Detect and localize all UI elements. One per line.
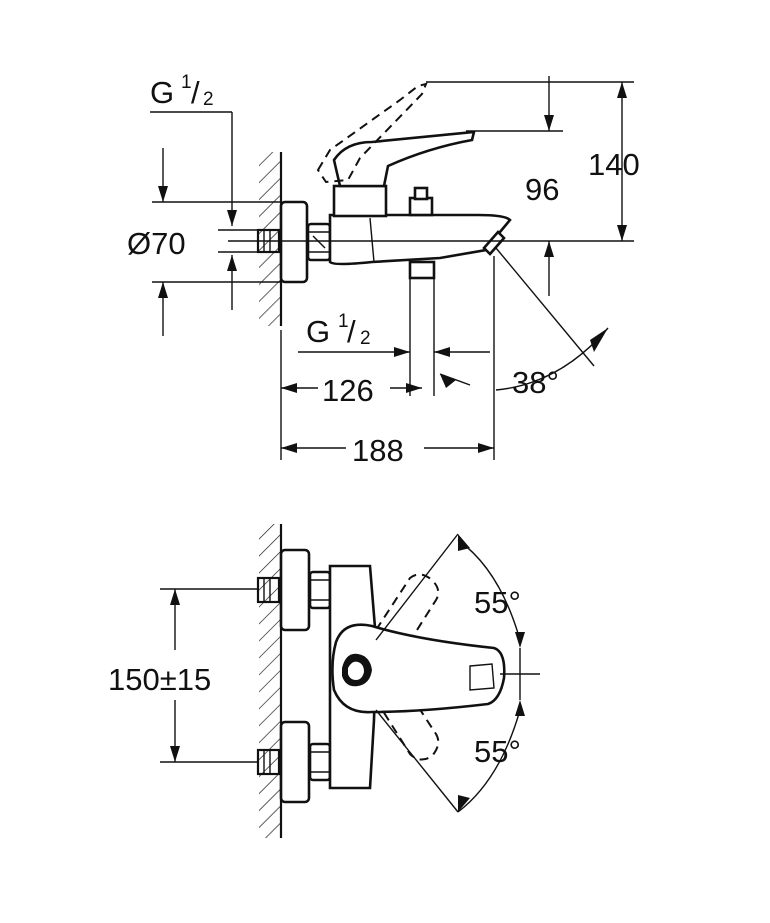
diverter-knob bbox=[408, 186, 434, 217]
wall-rosette bbox=[279, 200, 309, 284]
inlet-thread-den: 2 bbox=[203, 89, 214, 110]
dim-140: 140 bbox=[588, 147, 640, 182]
dim-126: 126 bbox=[322, 373, 374, 408]
angle-55-upper: 55° bbox=[474, 585, 521, 620]
aerator bbox=[482, 230, 506, 256]
lever-handle bbox=[332, 130, 476, 188]
connection-nut bbox=[306, 222, 332, 262]
outlet-thread-den: 2 bbox=[360, 328, 371, 349]
outlet-thread-base: G bbox=[306, 314, 330, 349]
height-dims: 140 96 bbox=[426, 76, 640, 296]
inlet-thread-callout: G 1 / 2 bbox=[150, 72, 262, 310]
outlet-thread-num: 1 bbox=[338, 311, 349, 332]
center-distance-label: 150±15 bbox=[108, 662, 211, 697]
svg-text:/: / bbox=[347, 314, 356, 349]
wall-hatch-bottom bbox=[259, 524, 283, 838]
mixer-body bbox=[328, 213, 512, 266]
shower-outlet bbox=[408, 260, 436, 280]
cartridge-housing bbox=[332, 184, 388, 218]
lever-raised-outline bbox=[316, 82, 428, 184]
svg-text:/: / bbox=[191, 75, 200, 110]
lever-handle-top bbox=[331, 623, 506, 714]
outlet-thread-callout: G 1 / 2 bbox=[298, 278, 490, 396]
lever-swing-upper bbox=[375, 573, 440, 661]
angle-38: 38° bbox=[512, 365, 559, 400]
top-down-view: 150±15 55° 55° bbox=[108, 524, 540, 838]
center-distance-dim: 150±15 bbox=[108, 588, 258, 763]
diameter-label: Ø70 bbox=[127, 226, 186, 261]
lower-connection bbox=[256, 720, 332, 804]
rosette-diameter-dim: Ø70 bbox=[127, 148, 280, 336]
dim-96: 96 bbox=[525, 172, 559, 207]
dim-188-line: 188 bbox=[281, 256, 495, 468]
spout-angle-dim: 38° bbox=[439, 247, 609, 400]
lever-swing-lower bbox=[375, 675, 440, 761]
inlet-thread-num: 1 bbox=[181, 72, 192, 93]
lever-grip bbox=[469, 663, 495, 691]
side-view: G 1 / 2 Ø70 140 96 bbox=[127, 72, 640, 468]
swing-angle-dims: 55° 55° bbox=[375, 533, 540, 813]
angle-55-lower: 55° bbox=[474, 734, 521, 769]
inlet-thread-base: G bbox=[150, 75, 174, 110]
dim-126-line: 126 bbox=[280, 330, 422, 460]
dim-188: 188 bbox=[352, 433, 404, 468]
upper-connection bbox=[256, 548, 332, 632]
